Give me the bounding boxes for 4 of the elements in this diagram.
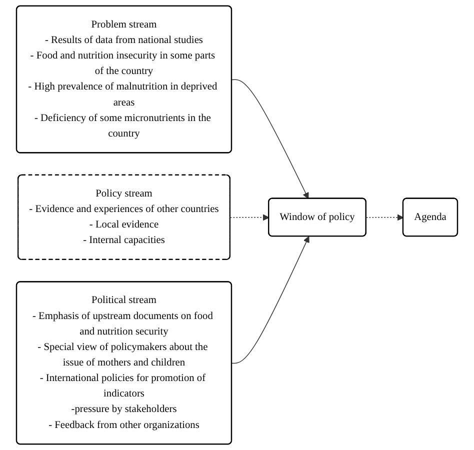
arrow [366,214,404,221]
arrow [232,236,310,364]
arrow [230,214,270,221]
arrow [232,79,309,199]
